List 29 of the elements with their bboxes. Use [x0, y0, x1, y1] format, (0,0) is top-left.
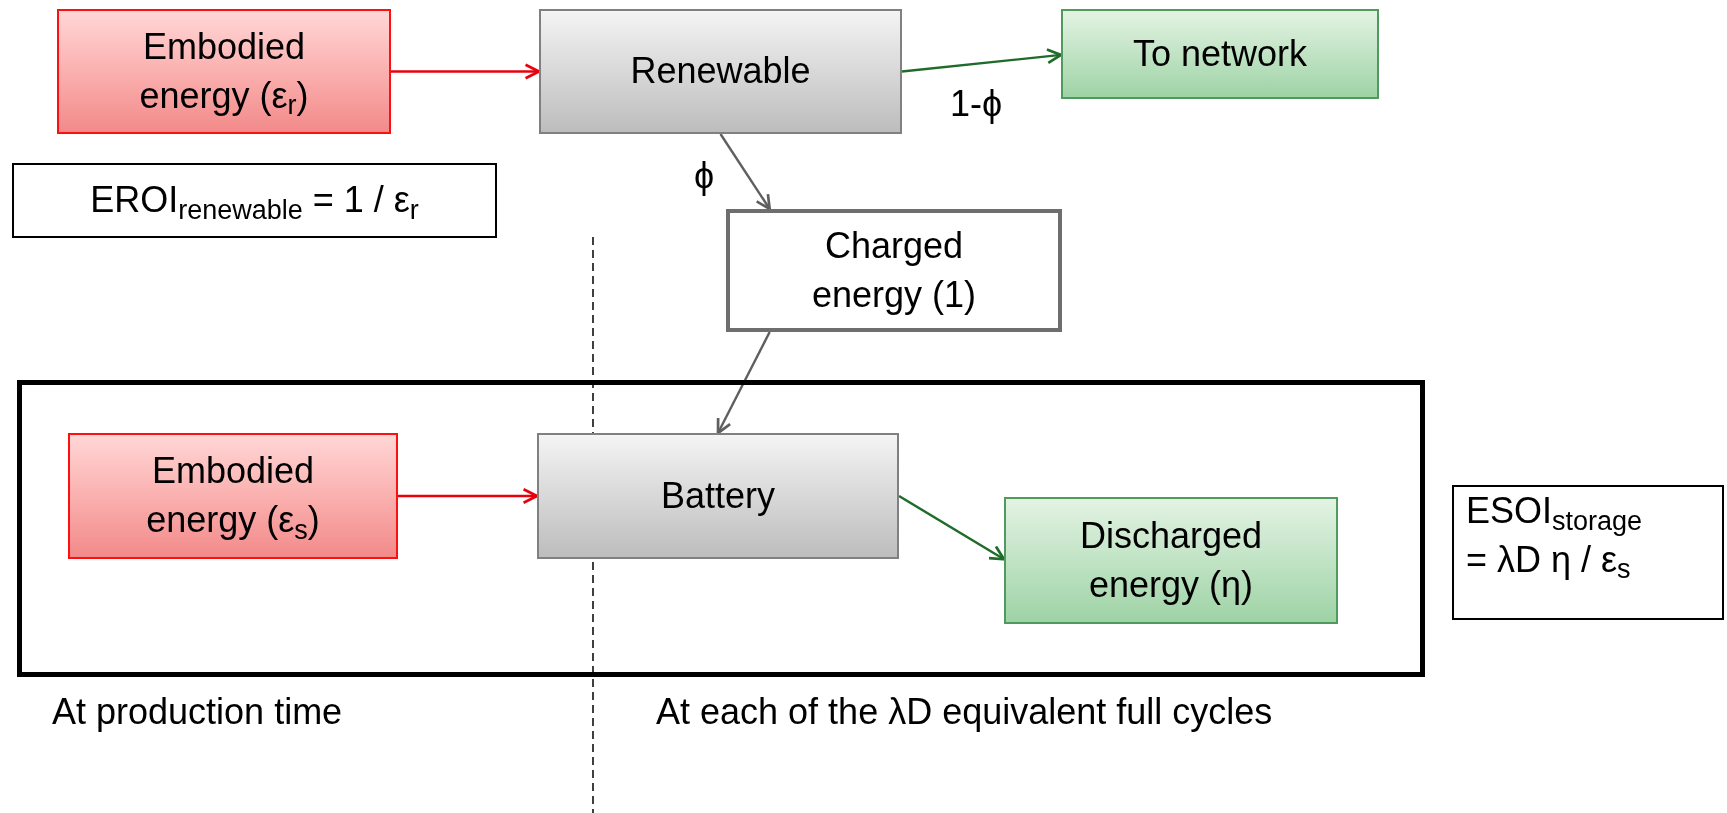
energy-input-box [68, 433, 398, 559]
energy-output-box [1004, 497, 1338, 624]
arrow [716, 331, 771, 435]
arrow [719, 133, 771, 211]
energy-output-box [1061, 9, 1379, 99]
arrow [898, 494, 1006, 561]
process-box [539, 9, 902, 134]
node-label: Renewable [630, 49, 811, 94]
process-box [537, 433, 899, 559]
caption-text: At production time [52, 694, 343, 730]
edge-label: 1-ϕ [950, 86, 1003, 122]
node-label: ESOI$_{storage}$ = λD η / ε$_{s}$ [1466, 489, 1644, 585]
node-label: Embodied energy (ε$_{s}$) [145, 449, 321, 545]
energy-input-box [57, 9, 391, 134]
energy-box [726, 209, 1062, 332]
caption-text: At each of the λD equivalent full cycles [656, 694, 1273, 730]
edge-label: ϕ [694, 158, 715, 194]
node-label: Discharged energy (η) [1078, 513, 1264, 607]
node-label: Charged energy (1) [810, 223, 978, 317]
node-label: EROI$_{renewable}$ = 1 / ε$_{r}$ [90, 178, 419, 225]
formula-box [12, 163, 497, 238]
node-label: To network [1132, 31, 1308, 76]
system-frame [17, 380, 1425, 677]
arrow [901, 48, 1063, 73]
arrow [398, 487, 539, 505]
formula-box [1452, 485, 1724, 620]
node-label: Battery [660, 473, 775, 518]
arrow [391, 63, 541, 80]
node-label: Embodied energy (ε$_{r}$) [138, 24, 310, 121]
